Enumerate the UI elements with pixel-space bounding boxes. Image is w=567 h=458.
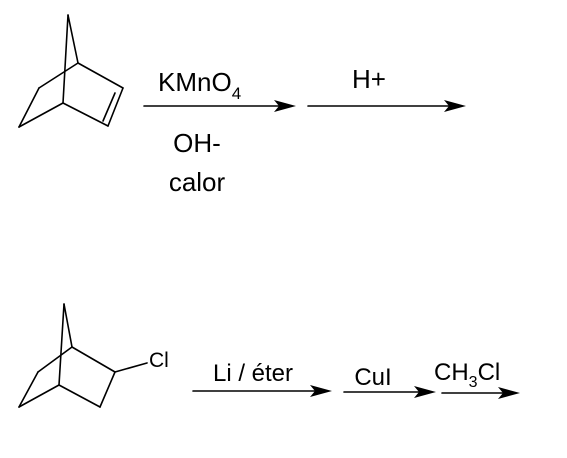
reagent-kmno4: KMnO4 [158, 67, 241, 103]
reaction-2-step-1: Li / éter [192, 360, 332, 397]
reaction-1-step-2: H+ [307, 64, 466, 112]
arrow-5-head [498, 387, 520, 399]
bond-c1-c2 [71, 346, 116, 373]
reagent-cui: CuI [354, 364, 391, 391]
bridge-bond-left [58, 303, 65, 386]
reaction-1-step-1: KMnO4 OH- calor [143, 67, 296, 197]
bridge-bond-right [67, 14, 79, 64]
reagent-h-plus: H+ [352, 64, 386, 94]
bond-c3-c4 [58, 384, 101, 408]
bridge-bond-right [63, 303, 73, 348]
arrow-2-head [444, 100, 466, 112]
bond-c-cl [114, 362, 148, 373]
double-bond-inner [102, 92, 116, 122]
bond-c6-c1 [37, 346, 73, 373]
bond-c3-c4 [62, 102, 109, 127]
chloronorbornane-structure: Cl [18, 303, 169, 408]
arrow-1-head [274, 100, 296, 112]
bond-c5-c6 [18, 371, 39, 408]
bridge-bond-left [62, 14, 69, 104]
reagent-ch3cl: CH3Cl [434, 359, 500, 391]
chlorine-atom: Cl [149, 349, 169, 372]
reaction-2-step-2: CuI [343, 364, 436, 398]
bond-c4-c5 [18, 384, 60, 408]
condition-heat: calor [169, 167, 226, 197]
bond-c4-c5 [18, 102, 64, 128]
bond-c1-c2 [77, 62, 124, 89]
bond-c2-c3 [99, 371, 116, 408]
double-bond-outer [107, 87, 124, 127]
reagent-li-ether: Li / éter [213, 360, 293, 387]
norbornene-structure [18, 14, 124, 128]
bond-c6-c1 [38, 62, 79, 89]
arrow-4-head [414, 386, 436, 398]
bond-c5-c6 [18, 87, 40, 128]
arrow-3-head [310, 385, 332, 397]
condition-oh: OH- [173, 128, 221, 158]
reaction-2-step-3: CH3Cl [434, 359, 520, 399]
